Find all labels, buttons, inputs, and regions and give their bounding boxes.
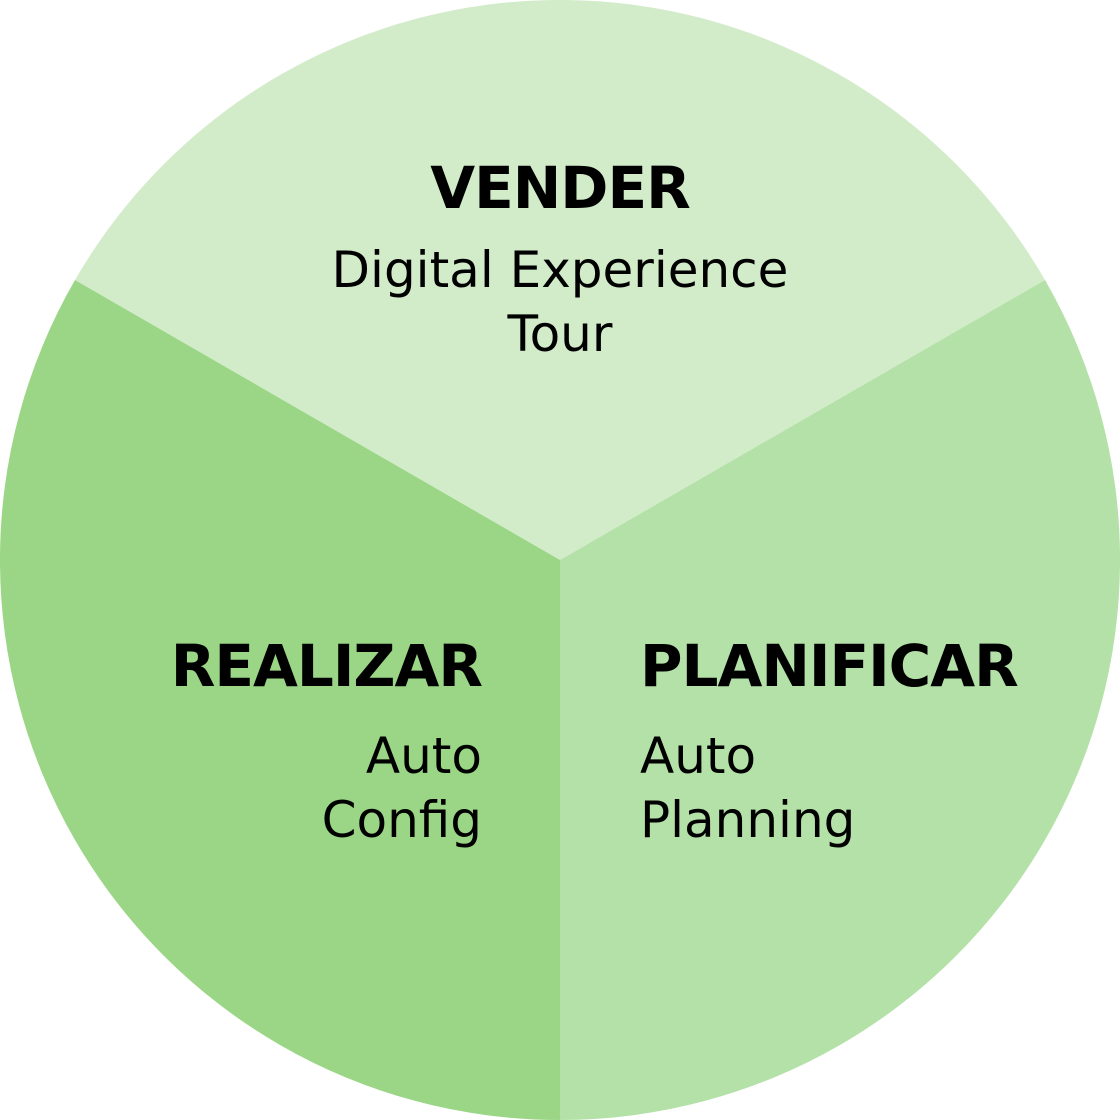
segment-right-line-2: Planning	[640, 791, 856, 849]
segment-left-title: REALIZAR	[170, 632, 483, 700]
segment-right-label: PLANIFICAR Auto Planning	[640, 636, 1060, 852]
segment-left-line-2: Config	[321, 791, 482, 849]
segment-left-label: REALIZAR Auto Config	[120, 632, 483, 852]
segment-left-realizar	[0, 280, 560, 1120]
segment-top-line-2: Tour	[507, 305, 613, 363]
segment-right-line-1: Auto	[640, 727, 757, 785]
segment-right-planificar	[560, 280, 1120, 1120]
segment-left-line-1: Auto	[365, 727, 482, 785]
segment-top-title: VENDER	[430, 154, 690, 222]
segment-top-label: VENDER Digital Experience Tour	[260, 158, 860, 366]
segment-top-line-1: Digital Experience	[331, 241, 789, 299]
segment-right-title: PLANIFICAR	[640, 632, 1019, 700]
